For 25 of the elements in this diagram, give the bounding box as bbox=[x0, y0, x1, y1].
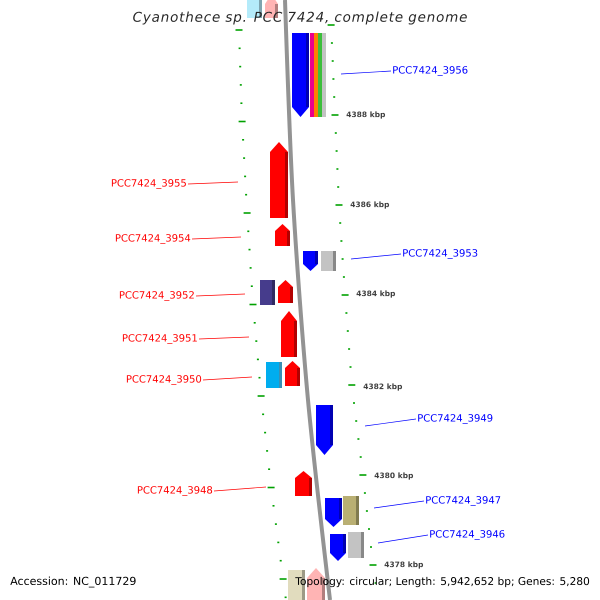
leader-line bbox=[378, 534, 428, 544]
gene-label: PCC7424_3955 bbox=[112, 179, 186, 189]
gene-label: PCC7424_3949 bbox=[418, 414, 492, 424]
title: Cyanothece sp. PCC 7424, complete genome bbox=[133, 11, 467, 25]
gene-label: PCC7424_3951 bbox=[122, 334, 197, 344]
genome-info-text: Topology: circular; Length: 5,942,652 bp; Genes: 5,280 bbox=[295, 576, 590, 588]
leader-line bbox=[374, 500, 424, 508]
gene-label: PCC7424_3946 bbox=[430, 530, 504, 540]
gene-label: PCC7424_3954 bbox=[116, 234, 190, 244]
gene-label: PCC7424_3956 bbox=[393, 66, 468, 76]
gene-label: PCC7424_3950 bbox=[126, 375, 202, 385]
gene-label: PCC7424_3953 bbox=[403, 249, 478, 259]
gene-label: PCC7424_3948 bbox=[138, 486, 212, 496]
leader-line bbox=[364, 418, 416, 426]
gene-label: PCC7424_3947 bbox=[426, 496, 500, 506]
accession-text: Accession: NC_011729 bbox=[10, 576, 136, 588]
leader-line bbox=[192, 236, 242, 240]
leader-line bbox=[350, 254, 402, 260]
gene-label: PCC7424_3952 bbox=[120, 291, 194, 301]
leader-line bbox=[214, 486, 266, 492]
leader-line bbox=[198, 336, 250, 340]
leader-line bbox=[196, 294, 246, 296]
leader-line bbox=[188, 182, 238, 184]
leader-line bbox=[202, 376, 252, 380]
leader-line bbox=[340, 70, 392, 74]
